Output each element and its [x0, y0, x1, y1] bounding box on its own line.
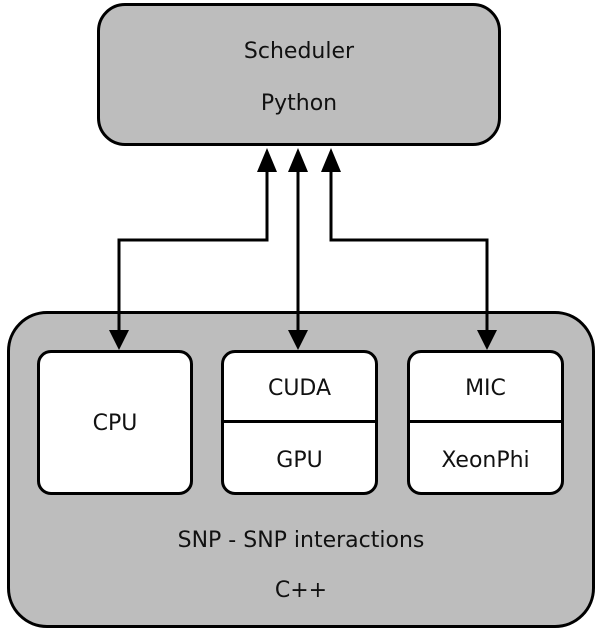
- platform-title: SNP - SNP interactions: [177, 528, 425, 553]
- cpu-label: CPU: [92, 411, 138, 436]
- cpu-arrowhead-down: [109, 330, 129, 350]
- cpu-connector-line: [117, 170, 269, 332]
- gpu-device-label: GPU: [276, 448, 323, 473]
- mic-device-label: XeonPhi: [441, 448, 530, 473]
- platform-language: C++: [274, 578, 328, 603]
- scheduler-language: Python: [260, 91, 338, 116]
- cpu-box: [37, 350, 193, 495]
- mic-arrowhead-up: [321, 148, 341, 172]
- gpu-arrowhead-down: [288, 330, 308, 350]
- gpu-arrowhead-up: [288, 148, 308, 172]
- gpu-api-label: CUDA: [267, 376, 332, 401]
- mic-connector-line: [329, 170, 489, 332]
- gpu-divider: [221, 420, 378, 423]
- mic-api-label: MIC: [465, 376, 506, 401]
- cpu-arrowhead-up: [257, 148, 277, 172]
- scheduler-title: Scheduler: [243, 39, 355, 64]
- mic-divider: [407, 420, 564, 423]
- mic-arrowhead-down: [477, 330, 497, 350]
- scheduler-box: [97, 3, 501, 146]
